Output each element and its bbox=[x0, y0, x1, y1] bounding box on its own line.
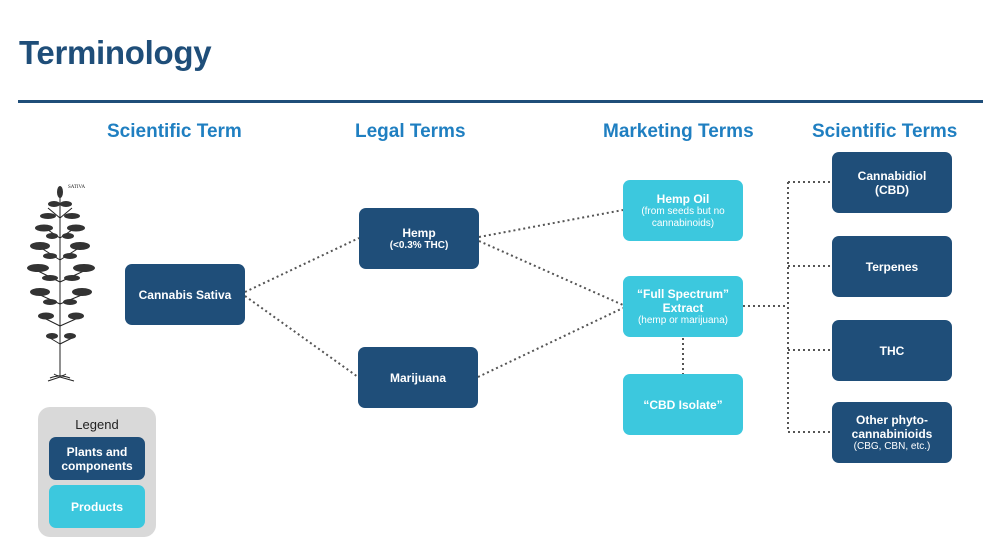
node-sublabel: (hemp or marijuana) bbox=[637, 314, 729, 326]
node-full-spectrum-extract: “Full Spectrum” Extract (hemp or marijua… bbox=[623, 276, 743, 337]
connector-marijuana-fullspectrum bbox=[477, 307, 624, 378]
node-other-phytocannabinoids: Other phyto-cannabinioids (CBG, CBN, etc… bbox=[832, 402, 952, 463]
node-label: Hemp Oil bbox=[656, 191, 710, 206]
node-marijuana: Marijuana bbox=[358, 347, 478, 408]
node-hemp: Hemp (<0.3% THC) bbox=[359, 208, 479, 269]
title-divider bbox=[18, 100, 983, 103]
column-heading-legal-terms: Legal Terms bbox=[355, 121, 466, 142]
connector-sativa-hemp bbox=[244, 237, 360, 293]
page-title: Terminology bbox=[19, 34, 212, 71]
node-label: “Full Spectrum” Extract bbox=[636, 286, 729, 315]
node-terpenes: Terpenes bbox=[832, 236, 952, 297]
node-label: Hemp bbox=[402, 225, 436, 240]
node-cannabis-sativa: Cannabis Sativa bbox=[125, 264, 245, 325]
node-sublabel: (from seeds but no cannabinoids) bbox=[641, 205, 725, 229]
connector-hemp-hempoil bbox=[478, 209, 624, 238]
column-heading-marketing-terms: Marketing Terms bbox=[603, 121, 754, 142]
node-cannabidiol: Cannabidiol (CBD) bbox=[832, 152, 952, 213]
legend-plants-label: Plants and components bbox=[61, 444, 133, 473]
column-heading-scientific-term: Scientific Term bbox=[107, 121, 242, 142]
legend-title: Legend bbox=[75, 417, 119, 432]
connector-hemp-fullspectrum bbox=[478, 240, 624, 306]
node-label: Other phyto-cannabinioids bbox=[851, 412, 933, 441]
node-label: THC bbox=[879, 343, 905, 358]
node-sublabel: (CBG, CBN, etc.) bbox=[853, 440, 931, 452]
connector-sativa-marijuana bbox=[244, 295, 359, 378]
node-label: Terpenes bbox=[865, 259, 919, 274]
node-thc: THC bbox=[832, 320, 952, 381]
column-heading-scientific-terms: Scientific Terms bbox=[812, 121, 958, 142]
node-label: “CBD Isolate” bbox=[643, 397, 723, 412]
legend-plants-swatch: Plants and components bbox=[49, 437, 145, 480]
node-sublabel: (<0.3% THC) bbox=[389, 239, 449, 251]
node-cbd-isolate: “CBD Isolate” bbox=[623, 374, 743, 435]
legend: Legend Plants and components Products bbox=[38, 407, 156, 537]
node-label: Cannabidiol (CBD) bbox=[857, 168, 927, 197]
plant-label: SATIVA bbox=[68, 185, 86, 190]
node-label: Cannabis Sativa bbox=[138, 287, 232, 302]
legend-products-label: Products bbox=[70, 499, 123, 514]
node-hemp-oil: Hemp Oil (from seeds but no cannabinoids… bbox=[623, 180, 743, 241]
node-label: Marijuana bbox=[389, 370, 446, 385]
cannabis-plant-illustration: SATIVA bbox=[27, 185, 95, 382]
legend-products-swatch: Products bbox=[49, 485, 145, 528]
